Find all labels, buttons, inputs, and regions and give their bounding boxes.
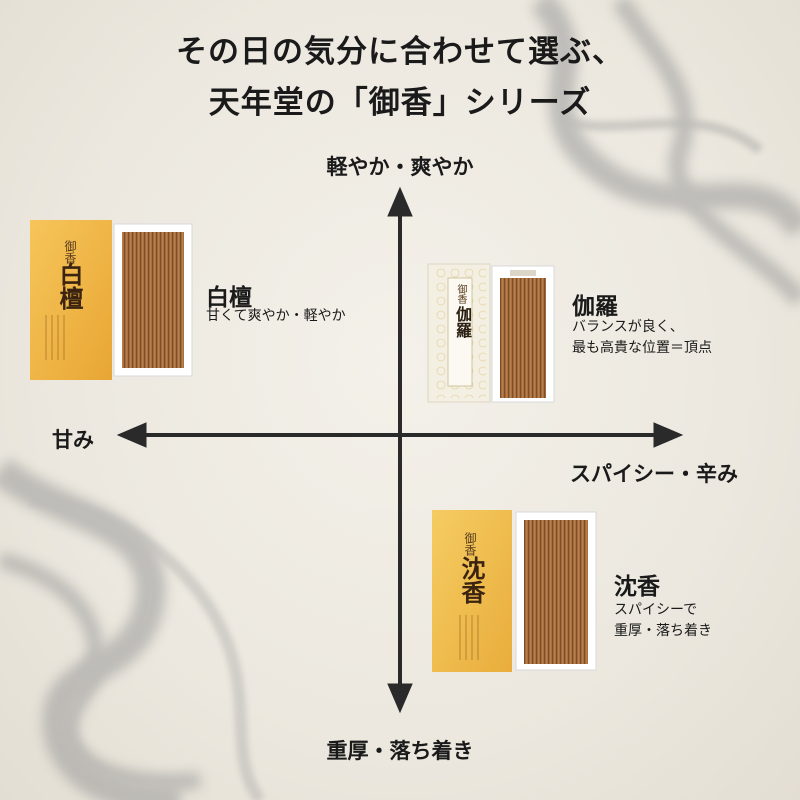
byakudan-package <box>30 220 193 380</box>
axis-label-top: 軽やか・爽やか <box>326 155 474 179</box>
axis-label-right: スパイシー・辛み <box>570 462 738 486</box>
byakudan-package-name: 白檀 <box>55 262 84 310</box>
axes <box>116 186 684 714</box>
jinko-description: スパイシーで 重厚・落ち着き <box>614 600 712 642</box>
page-title-line1: その日の気分に合わせて選ぶ、 <box>176 34 624 70</box>
jinko-package-label: 御香 <box>463 532 477 556</box>
kyara-description-line2: 最も高貴な位置＝頂点 <box>572 340 712 356</box>
jinko-package <box>432 510 597 672</box>
jinko-description-line2: 重厚・落ち着き <box>614 623 712 639</box>
kyara-package <box>427 263 555 403</box>
kyara-description-line1: バランスが良く、 <box>572 319 684 335</box>
byakudan-package-label: 御香 <box>63 240 77 264</box>
jinko-package-name: 沈香 <box>457 556 486 604</box>
kyara-description: バランスが良く、 最も高貴な位置＝頂点 <box>572 317 712 359</box>
axis-label-bottom: 重厚・落ち着き <box>326 739 474 763</box>
axis-label-left: 甘み <box>52 428 94 452</box>
byakudan-description-line: 甘くて爽やか・軽やか <box>206 308 346 324</box>
jinko-description-line1: スパイシーで <box>614 602 698 618</box>
byakudan-description: 甘くて爽やか・軽やか <box>206 306 346 327</box>
kyara-package-name: 伽羅 <box>453 306 472 338</box>
byakudan-name: 白檀 <box>206 285 252 311</box>
kyara-name: 伽羅 <box>572 294 618 320</box>
kyara-package-label: 御香 <box>455 284 466 304</box>
jinko-name: 沈香 <box>614 574 660 600</box>
page-title-line2: 天年堂の「御香」シリーズ <box>208 85 592 121</box>
